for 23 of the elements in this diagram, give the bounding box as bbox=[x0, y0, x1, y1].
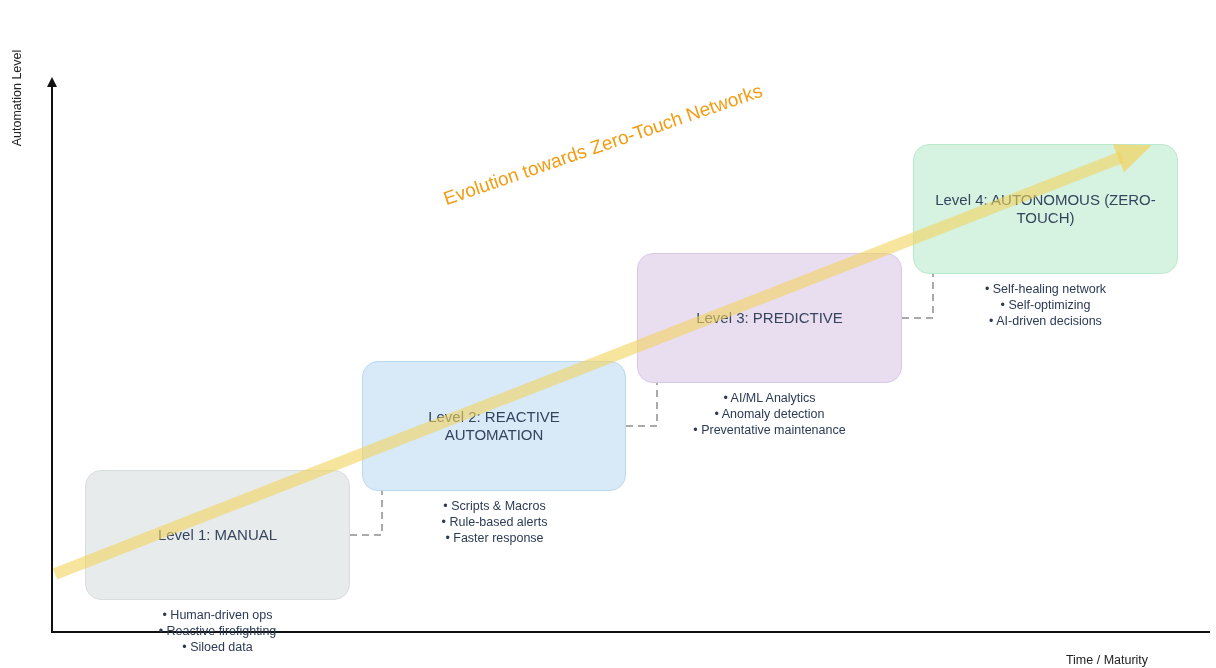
bullet-item: • Scripts & Macros bbox=[443, 499, 546, 513]
bullet-item: • Faster response bbox=[445, 531, 544, 545]
bullet-item: • Self-optimizing bbox=[1000, 298, 1091, 312]
connector-line bbox=[349, 490, 383, 536]
level-box bbox=[637, 253, 902, 383]
bullet-item: • Preventative maintenance bbox=[693, 423, 846, 437]
bullet-item: • AI/ML Analytics bbox=[723, 391, 816, 405]
bullet-item: • AI-driven decisions bbox=[989, 314, 1102, 328]
bullet-item: • Siloed data bbox=[182, 640, 253, 654]
level-box bbox=[85, 470, 350, 600]
bullet-item: • Rule-based alerts bbox=[441, 515, 548, 529]
level-title: Level 4: AUTONOMOUS (ZERO-TOUCH) bbox=[934, 191, 1157, 227]
axis-label: Automation Level bbox=[10, 49, 24, 147]
level-box bbox=[362, 361, 626, 491]
bullet-item: • Human-driven ops bbox=[162, 608, 273, 622]
bullet-item: • Anomaly detection bbox=[714, 407, 825, 421]
level-title: Level 3: PREDICTIVE bbox=[695, 309, 844, 327]
axis-label: Time / Maturity bbox=[1065, 653, 1149, 667]
bullet-item: • Self-healing network bbox=[984, 282, 1107, 296]
level-box bbox=[913, 144, 1178, 274]
level-title: Level 1: MANUAL bbox=[156, 526, 279, 544]
connector-line bbox=[625, 382, 658, 427]
connector-line bbox=[901, 273, 934, 319]
